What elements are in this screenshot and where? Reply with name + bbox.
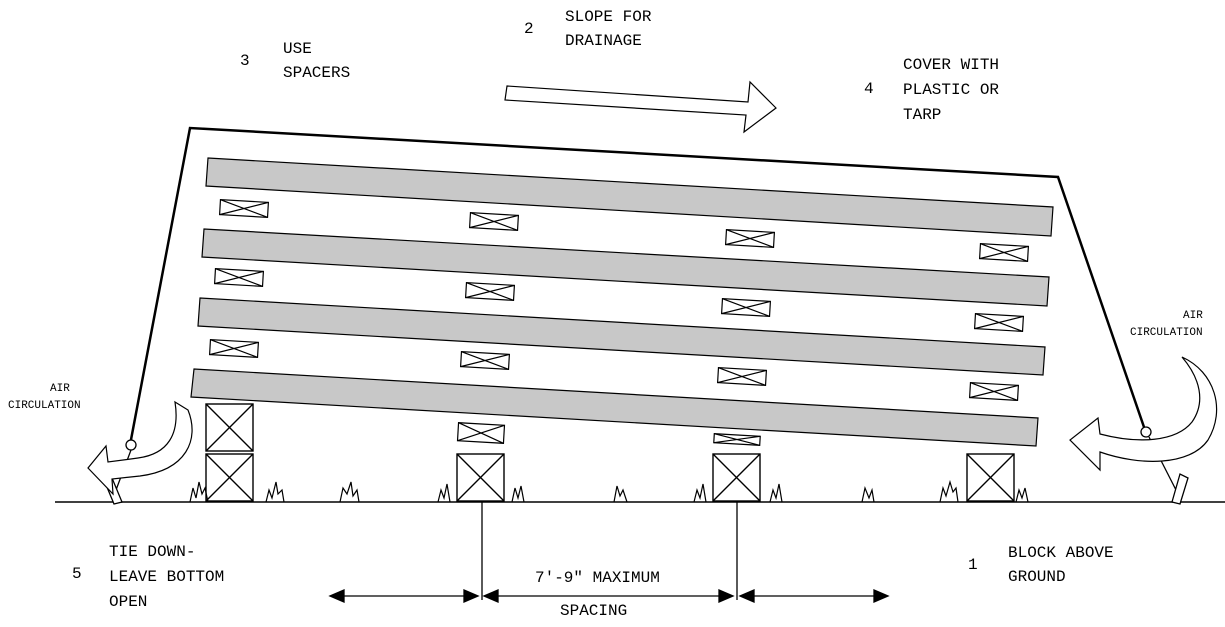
spacer: [218, 198, 270, 219]
grass-tufts: [189, 479, 1029, 503]
board-layer-3: [197, 297, 1046, 376]
cover-label-line2: PLASTIC OR: [903, 81, 1000, 99]
support-block: [966, 453, 1015, 502]
spacer: [464, 281, 516, 302]
air-right-line2: CIRCULATION: [1130, 327, 1203, 339]
slope-label-line2: DRAINAGE: [565, 32, 642, 50]
spacer: [213, 267, 265, 288]
support-block: [205, 403, 254, 452]
slope-arrow: [504, 80, 777, 134]
step-1-number: 1: [968, 556, 978, 574]
step-4-number: 4: [864, 80, 874, 98]
air-right-line1: AIR: [1183, 310, 1203, 322]
board-layer-1: [205, 157, 1054, 237]
spacer: [978, 242, 1030, 263]
block-label-line1: BLOCK ABOVE: [1008, 544, 1114, 562]
support-block: [205, 453, 254, 502]
spacer-group: [208, 198, 1030, 446]
air-left-line1: AIR: [50, 383, 70, 395]
spacer: [973, 312, 1025, 333]
spacing-dimension: [328, 502, 890, 603]
block-label-line2: GROUND: [1008, 568, 1066, 586]
board-layers: [190, 157, 1054, 447]
cover-label-line1: COVER WITH: [903, 56, 1000, 74]
spacer: [456, 422, 506, 444]
spacer: [208, 338, 260, 359]
air-left-line2: CIRCULATION: [8, 400, 81, 412]
board-layer-4: [190, 368, 1039, 447]
step-3-number: 3: [240, 52, 250, 70]
support-blocks: [205, 403, 1015, 502]
spacing-label-line2: SPACING: [560, 602, 628, 620]
spacers-label-line2: SPACERS: [283, 64, 351, 82]
step-2-number: 2: [524, 20, 534, 38]
air-arrow-left: [87, 400, 193, 496]
tie-label-line1: TIE DOWN-: [109, 543, 196, 561]
spacer: [459, 350, 511, 371]
step-5-number: 5: [72, 565, 82, 583]
support-block: [456, 453, 505, 502]
spacer: [716, 366, 768, 387]
slope-label-line1: SLOPE FOR: [565, 8, 652, 26]
spacer: [713, 433, 761, 446]
spacer: [720, 297, 772, 318]
spacing-label-line1: 7'-9" MAXIMUM: [535, 569, 660, 587]
spacers-label-line1: USE: [283, 40, 312, 58]
cover-label-line3: TARP: [903, 106, 942, 124]
air-arrow-right: [1069, 356, 1218, 472]
support-block: [712, 453, 761, 502]
spacer: [968, 381, 1020, 402]
tie-down-right: [1140, 426, 1189, 505]
tie-label-line2: LEAVE BOTTOM: [109, 568, 225, 586]
board-layer-2: [201, 228, 1050, 307]
spacer: [724, 228, 776, 249]
tarp-cover: [128, 126, 1147, 446]
tie-label-line3: OPEN: [109, 593, 148, 611]
spacer: [468, 211, 520, 232]
